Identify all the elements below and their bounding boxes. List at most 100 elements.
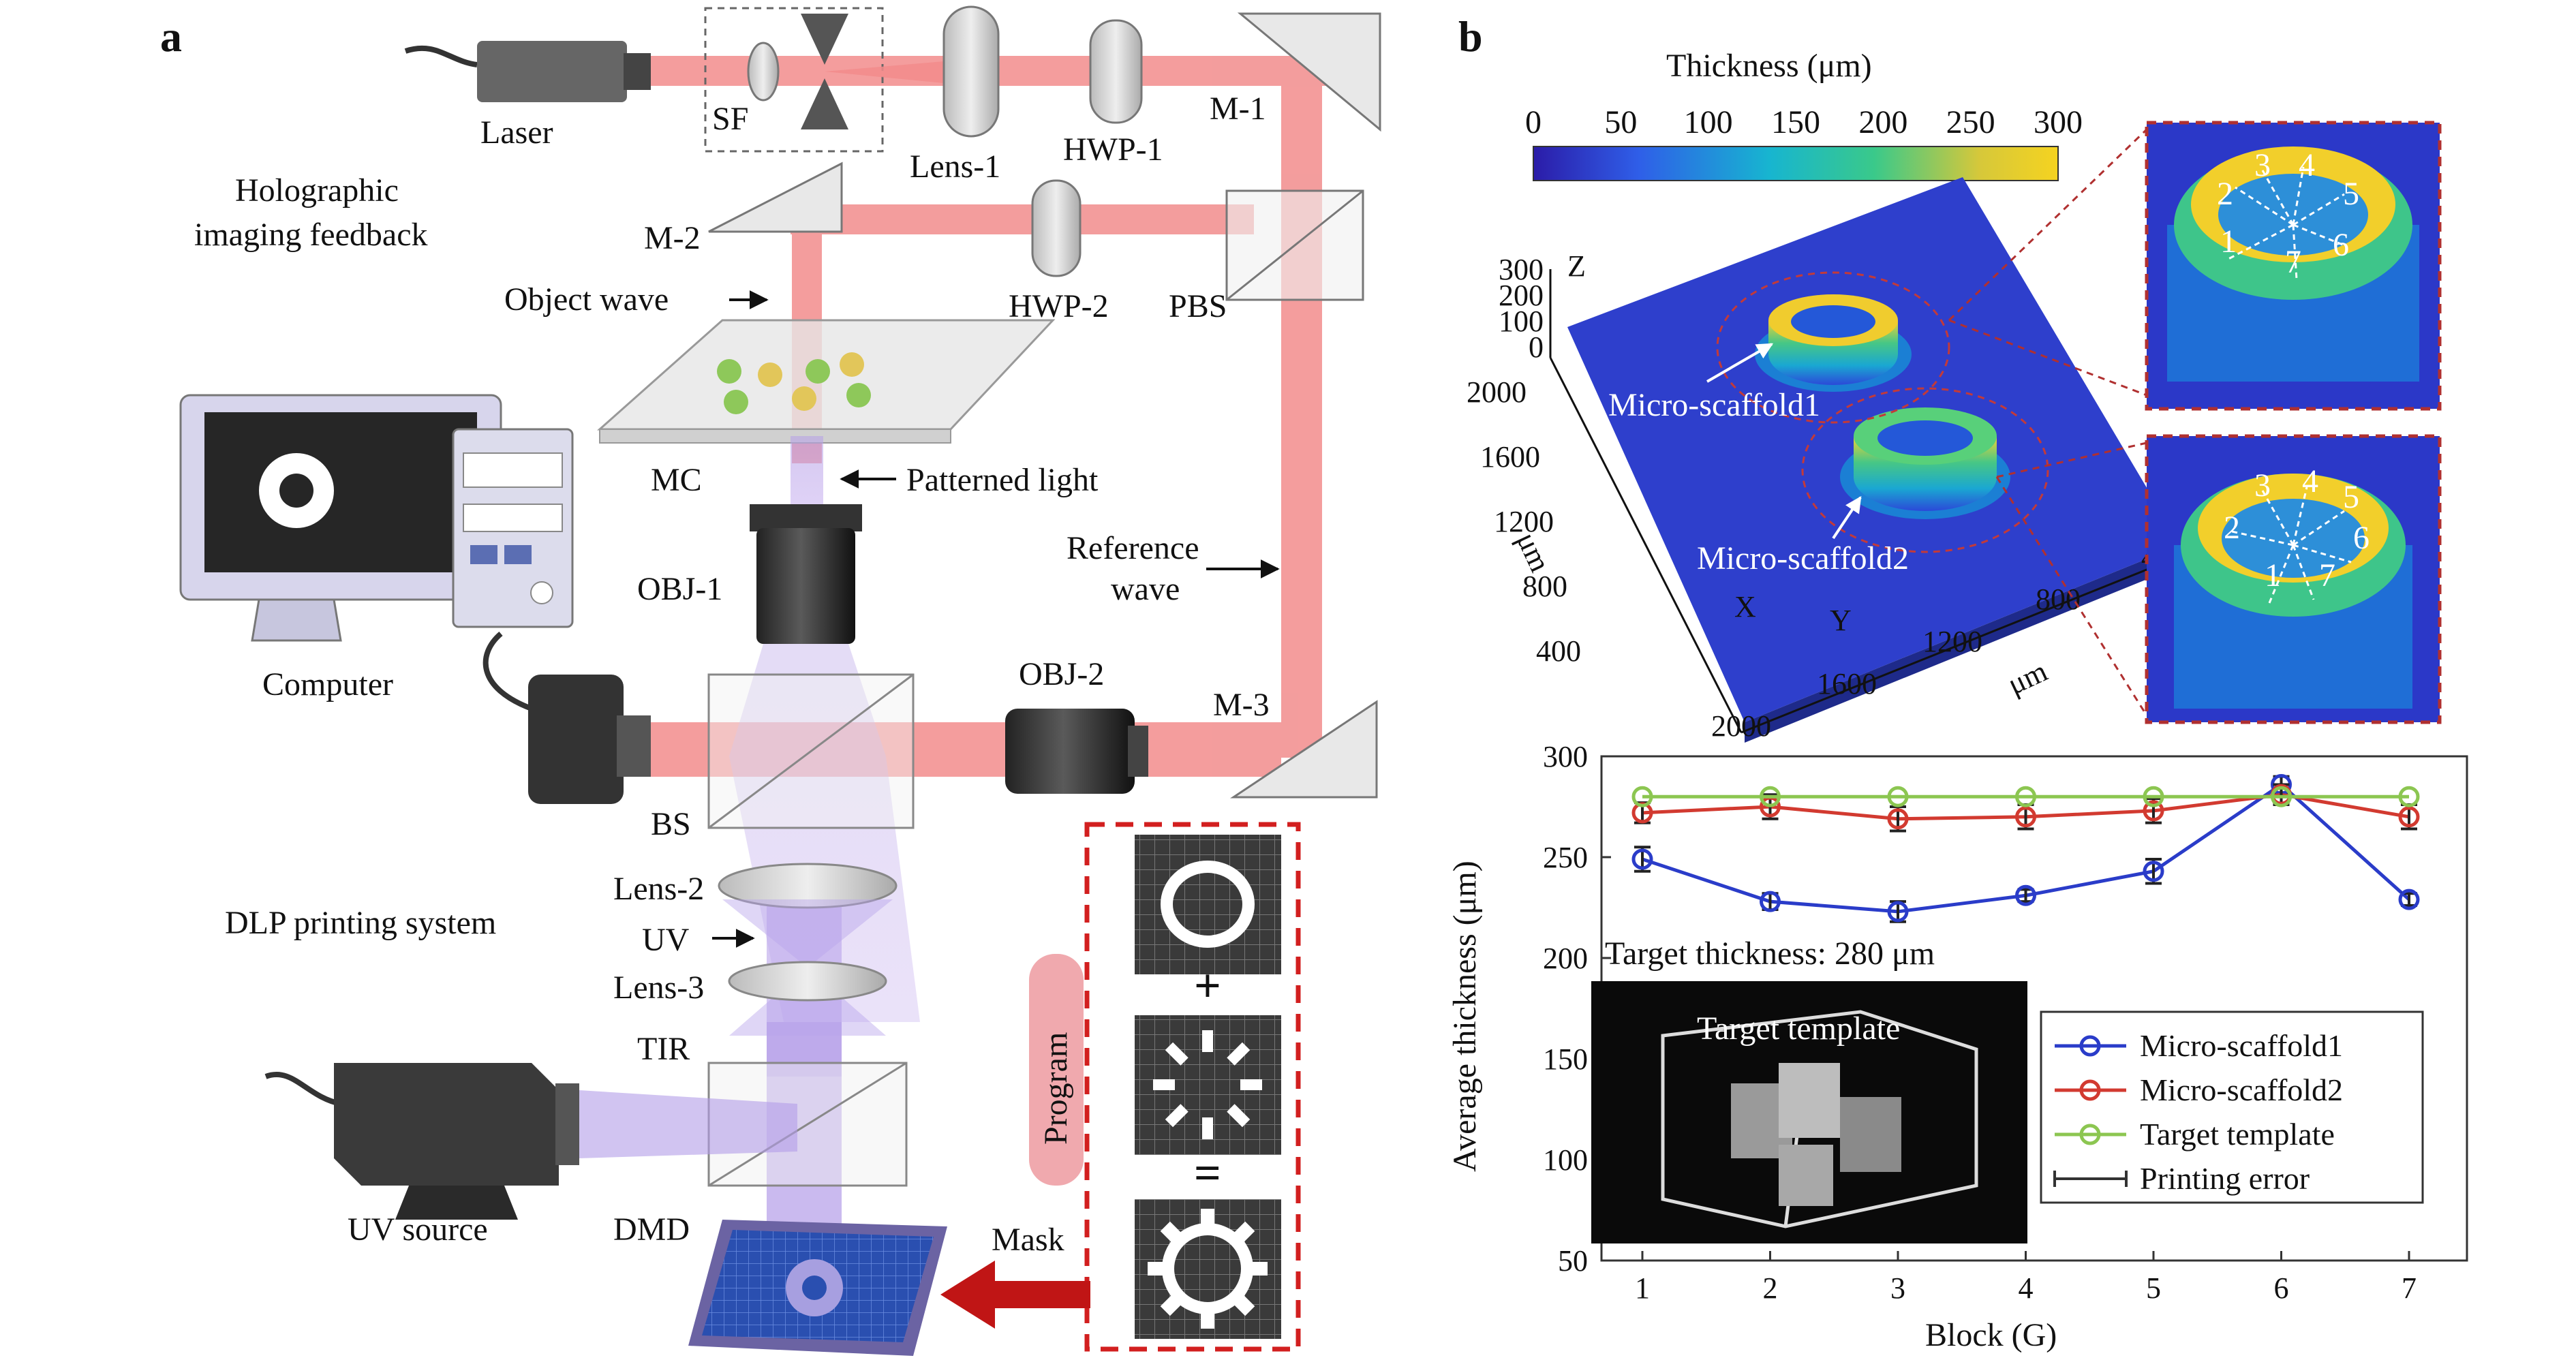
chart-x-label: Block (G)	[1925, 1317, 2057, 1353]
inset1-block-number: 3	[2254, 147, 2271, 183]
left-axis-tick: 800	[1522, 570, 1567, 603]
y-tick-label: 100	[1543, 1143, 1588, 1177]
mirror-m2	[708, 161, 843, 233]
inset1-block-number: 7	[2285, 244, 2301, 280]
label-computer: Computer	[262, 666, 393, 702]
legend-label: Micro-scaffold2	[2140, 1072, 2343, 1107]
left-axis-tick: 1600	[1480, 440, 1540, 474]
label-tir: TIR	[637, 1031, 690, 1067]
inset2-block-number: 7	[2319, 557, 2335, 593]
spatial-filter-box	[704, 7, 884, 153]
colorbar-tick: 250	[1946, 104, 1995, 140]
inset1-block-number: 2	[2217, 176, 2233, 212]
mask-ring	[1135, 835, 1281, 974]
y-tick-label: 50	[1558, 1244, 1588, 1278]
data-point	[2015, 806, 2036, 828]
data-point	[2143, 786, 2164, 807]
y-tick-label: 300	[1543, 740, 1588, 773]
x-tick-label: 4	[2019, 1271, 2034, 1305]
inset2-block-number: 6	[2353, 520, 2370, 556]
left-axis-tick: 2000	[1467, 375, 1527, 409]
colorbar-title: Thickness (μm)	[1666, 48, 1872, 84]
equals-sign: =	[1194, 1147, 1221, 1200]
x-tick-label: 1	[1635, 1271, 1650, 1305]
inset2-block-number: 3	[2254, 467, 2271, 504]
label-obj-2: OBJ-2	[1019, 656, 1104, 692]
legend-error: Printing error	[2053, 1161, 2310, 1196]
data-point	[2015, 884, 2036, 906]
label-lens-2: Lens-2	[613, 871, 704, 907]
x-tick-label: 2	[1763, 1271, 1778, 1305]
label-m-2: M-2	[644, 220, 701, 256]
computer	[179, 394, 574, 642]
z-tick: 300	[1499, 253, 1544, 286]
label-sf: SF	[712, 101, 748, 137]
data-point	[1631, 848, 1653, 870]
z-tick: 100	[1499, 305, 1544, 338]
mirror-m3	[1230, 700, 1378, 799]
y-tick-label: 250	[1543, 841, 1588, 874]
inset-connectors	[1948, 128, 2148, 716]
label-lens-3: Lens-3	[613, 970, 704, 1006]
lens-1	[942, 5, 1000, 138]
label-dlp-system: DLP printing system	[225, 905, 496, 941]
x-tick-label: 3	[1890, 1271, 1905, 1305]
data-point	[2398, 888, 2420, 910]
microchannel-chip	[597, 319, 1056, 444]
hwp-2	[1031, 179, 1082, 277]
x-tick-label: 6	[2274, 1271, 2289, 1305]
panel-letter-b: b	[1458, 12, 1483, 61]
inset1-block-number: 6	[2333, 227, 2349, 263]
data-point	[1760, 786, 1781, 807]
y-tick-label: 200	[1543, 942, 1588, 975]
bottom-axis-tick: 1600	[1817, 667, 1877, 700]
data-point	[2271, 786, 2292, 807]
data-point	[1887, 808, 1909, 830]
label-program: Program	[1038, 1032, 1074, 1145]
scaffold2-label: Micro-scaffold2	[1697, 540, 1909, 576]
data-point	[1631, 786, 1653, 807]
legend-marker	[2079, 1035, 2101, 1057]
inset1-block-number: 5	[2343, 176, 2359, 212]
label-m-1: M-1	[1210, 91, 1266, 127]
colorbar-tick: 300	[2034, 104, 2083, 140]
target-template-label: Target template	[1697, 1010, 1900, 1047]
plus-sign: +	[1194, 960, 1221, 1013]
label-dmd: DMD	[613, 1211, 690, 1248]
lens-2	[718, 863, 898, 909]
label-m-3: M-3	[1213, 687, 1270, 723]
z-tick: 0	[1529, 330, 1544, 364]
bs-cube	[707, 673, 915, 829]
label-laser: Laser	[480, 114, 553, 151]
uv-source	[334, 1063, 579, 1220]
surface-plot	[1567, 177, 2181, 743]
legend-error-label: Printing error	[2140, 1161, 2310, 1196]
scaffold1-label: Micro-scaffold1	[1608, 387, 1820, 423]
inset2-block-number: 4	[2302, 463, 2318, 499]
program-box	[1084, 822, 1301, 1352]
colorbar-tick: 100	[1684, 104, 1733, 140]
x-tick-label: 5	[2146, 1271, 2161, 1305]
label-patterned-light: Patterned light	[906, 462, 1099, 498]
camera	[528, 675, 651, 804]
mask-arrow	[940, 1261, 1090, 1329]
label-bs: BS	[651, 806, 691, 842]
bottom-axis-unit: μm	[2003, 654, 2053, 701]
label-hwp-2: HWP-2	[1009, 288, 1109, 324]
label-hwp-1: HWP-1	[1063, 132, 1163, 168]
legend-item: Target template	[2055, 1117, 2335, 1152]
objective-2	[1005, 709, 1148, 794]
label-object-wave: Object wave	[504, 281, 669, 318]
inset1-block-number: 4	[2299, 147, 2315, 183]
sf-lens	[747, 42, 780, 102]
colorbar-tick: 150	[1771, 104, 1820, 140]
colorbar-tick: 0	[1525, 104, 1542, 140]
y-axis-label: Y	[1830, 604, 1852, 637]
bottom-axis-tick: 800	[2036, 583, 2081, 616]
data-point	[1760, 891, 1781, 912]
label-obj-1: OBJ-1	[637, 571, 722, 607]
